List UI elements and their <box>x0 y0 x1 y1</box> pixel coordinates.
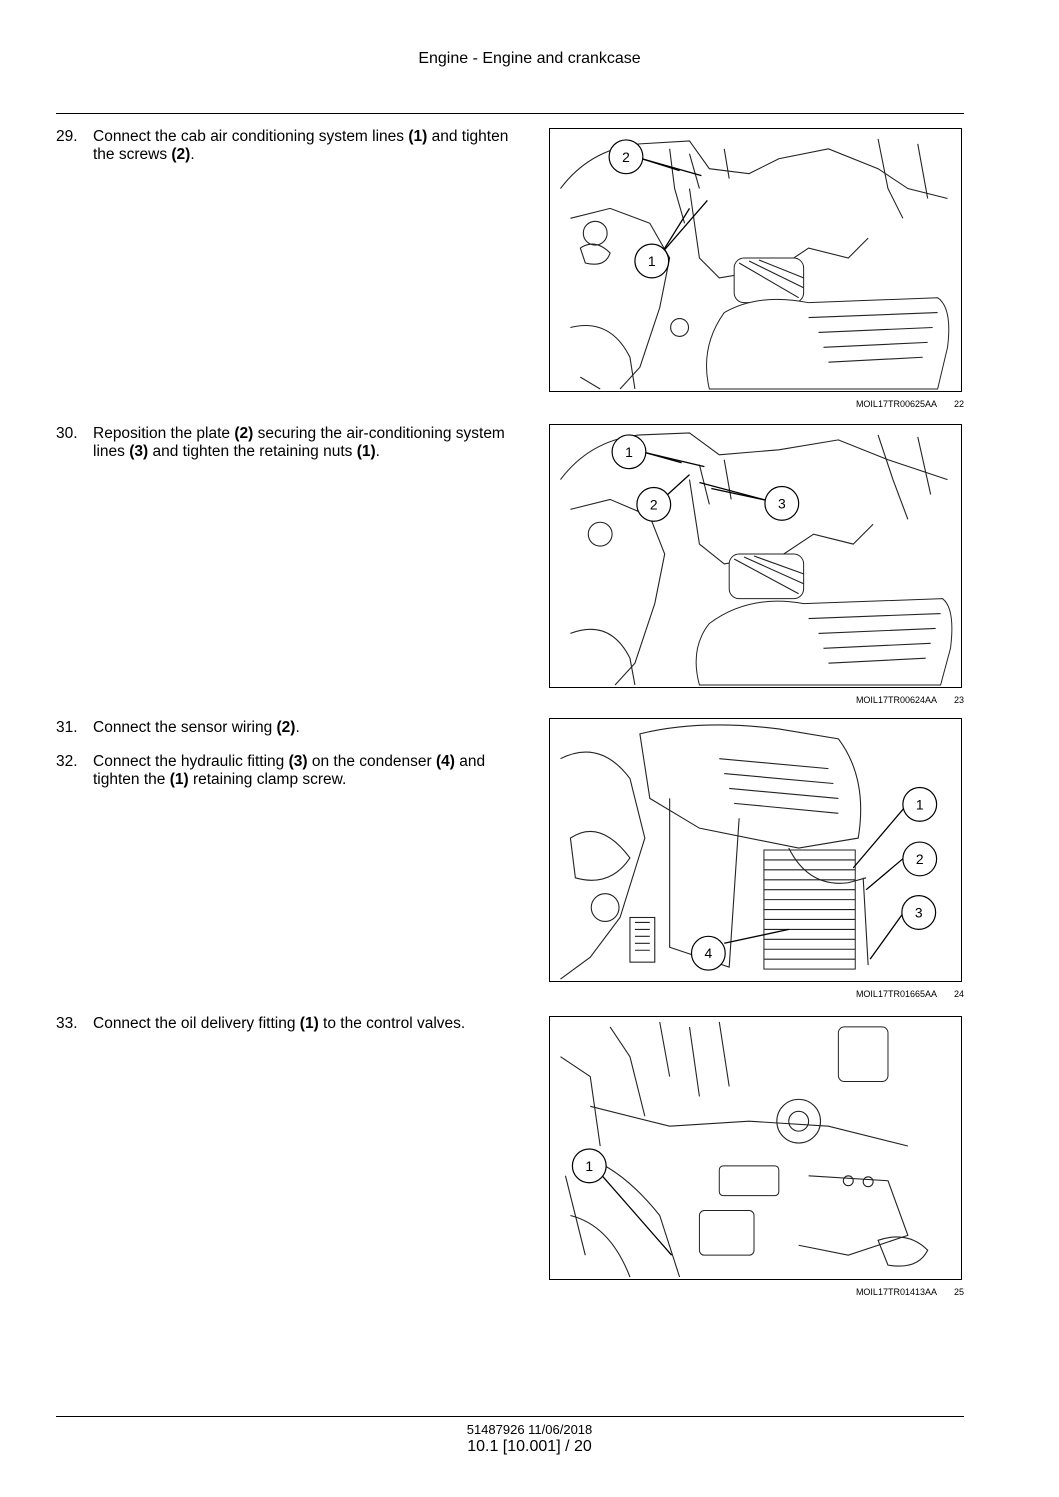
callout-1: 1 <box>902 786 938 822</box>
leader-lines <box>601 1175 673 1256</box>
svg-text:1: 1 <box>585 1158 593 1174</box>
svg-text:1: 1 <box>648 253 656 269</box>
callout-3: 3 <box>901 895 937 930</box>
step-31: 31. Connect the sensor wiring (2). <box>56 719 516 737</box>
svg-text:2: 2 <box>916 851 924 867</box>
callout-2: 2 <box>902 841 938 877</box>
figure-number: 23 <box>953 695 964 705</box>
svg-text:1: 1 <box>916 796 924 812</box>
step-text-segment: . <box>295 719 300 736</box>
reference-number: (3) <box>288 753 308 770</box>
figure-number: 25 <box>953 1287 964 1297</box>
step-30: 30. Reposition the plate (2) securing th… <box>56 425 516 461</box>
callout-1: 1 <box>571 1148 607 1184</box>
step-text: Connect the hydraulic fitting (3) on the… <box>93 753 516 789</box>
figure-23-caption: MOIL17TR00624AA 23 <box>549 695 964 705</box>
step-text-segment: Connect the sensor wiring <box>93 719 277 736</box>
condenser-drawing: 1 2 3 4 <box>560 724 938 980</box>
line-art <box>560 138 950 390</box>
step-text-segment: and tighten the <box>93 753 486 788</box>
figure-23-illustration: 1 2 3 <box>549 424 962 688</box>
step-number: 30. <box>56 425 78 442</box>
reference-number: (1) <box>408 128 428 145</box>
figure-code: MOIL17TR01413AA <box>855 1287 937 1297</box>
step-text: Reposition the plate (2) securing the ai… <box>93 425 516 461</box>
callout-1: 1 <box>611 434 647 470</box>
line-art <box>560 432 953 686</box>
step-text-segment: securing the air-conditioning system lin… <box>93 425 505 460</box>
header-rule <box>56 113 964 114</box>
footer-rule <box>56 1416 964 1417</box>
footer-page-number: 10.1 [10.001] / 20 <box>467 1438 592 1455</box>
reference-number: (2) <box>171 146 191 163</box>
engine-ac-lines-drawing: 2 1 <box>560 138 950 390</box>
step-text: Connect the oil delivery fitting (1) to … <box>93 1015 516 1033</box>
figure-25-caption: MOIL17TR01413AA 25 <box>549 1287 964 1297</box>
leader-lines <box>645 452 768 502</box>
step-text-segment: . <box>375 443 380 460</box>
step-number: 32. <box>56 753 78 770</box>
svg-text:4: 4 <box>705 945 713 961</box>
figure-24-caption: MOIL17TR01665AA 24 <box>549 989 964 999</box>
footer-document-code: 51487926 11/06/2018 <box>466 1422 593 1437</box>
step-29: 29. Connect the cab air conditioning sys… <box>56 128 516 164</box>
figure-code: MOIL17TR00624AA <box>855 695 937 705</box>
reference-number: (1) <box>299 1015 319 1032</box>
figure-number: 24 <box>953 989 964 999</box>
leader-lines <box>641 158 708 254</box>
figure-number: 22 <box>953 399 964 409</box>
step-text-segment: retaining clamp screw. <box>188 771 347 788</box>
step-text-segment: Connect the hydraulic fitting <box>93 753 289 770</box>
step-text: Connect the sensor wiring (2). <box>93 719 516 737</box>
reference-number: (3) <box>129 443 149 460</box>
callout-1: 1 <box>634 243 670 279</box>
figure-code: MOIL17TR00625AA <box>855 399 937 409</box>
reference-number: (2) <box>276 719 296 736</box>
step-text-segment: . <box>190 146 195 163</box>
svg-text:3: 3 <box>778 495 786 511</box>
reference-number: (1) <box>169 771 189 788</box>
page-header-title: Engine - Engine and crankcase <box>418 50 641 67</box>
step-number: 31. <box>56 719 78 736</box>
reference-number: (4) <box>435 753 455 770</box>
step-number: 29. <box>56 128 78 145</box>
control-valves-drawing: 1 <box>560 1021 929 1278</box>
callout-2: 2 <box>636 486 672 522</box>
step-text-segment: on the condenser <box>307 753 436 770</box>
reference-number: (2) <box>234 425 254 442</box>
line-art <box>560 1021 929 1278</box>
step-text-segment: Reposition the plate <box>93 425 235 442</box>
step-number: 33. <box>56 1015 78 1032</box>
figure-code: MOIL17TR01665AA <box>855 989 937 999</box>
svg-text:3: 3 <box>915 905 923 921</box>
step-text-segment: Connect the oil delivery fitting <box>93 1015 300 1032</box>
callout-3: 3 <box>764 485 800 521</box>
step-text-segment: to the control valves. <box>318 1015 466 1032</box>
figure-25-illustration: 1 <box>549 1016 962 1280</box>
figure-24-illustration: 1 2 3 4 <box>549 718 962 982</box>
callout-2: 2 <box>608 139 644 175</box>
svg-text:2: 2 <box>650 496 658 512</box>
callout-4: 4 <box>690 935 726 971</box>
svg-text:2: 2 <box>622 149 630 165</box>
step-33: 33. Connect the oil delivery fitting (1)… <box>56 1015 516 1033</box>
leader-lines <box>724 807 905 960</box>
figure-22-illustration: 2 1 <box>549 128 962 392</box>
step-32: 32. Connect the hydraulic fitting (3) on… <box>56 753 516 789</box>
svg-text:1: 1 <box>625 444 633 460</box>
step-text: Connect the cab air conditioning system … <box>93 128 516 164</box>
figure-22-caption: MOIL17TR00625AA 22 <box>549 399 964 409</box>
step-text-segment: Connect the cab air conditioning system … <box>93 128 409 145</box>
engine-plate-drawing: 1 2 3 <box>560 432 953 686</box>
reference-number: (1) <box>356 443 376 460</box>
step-text-segment: and tighten the screws <box>93 128 509 163</box>
step-text-segment: and tighten the retaining nuts <box>148 443 357 460</box>
